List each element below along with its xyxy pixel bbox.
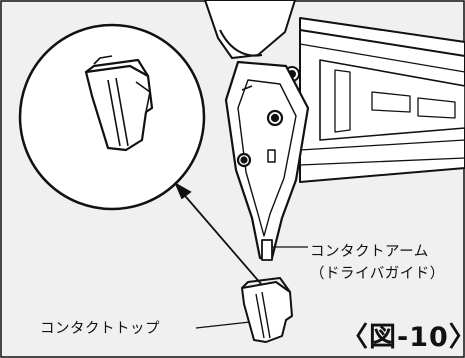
contact-arm <box>224 60 310 261</box>
driver-guide-label: （ドライバガイド） <box>310 266 445 282</box>
contact-arm-label: コンタクトアーム <box>310 244 429 260</box>
contact-top-part <box>241 277 293 343</box>
zoom-arrow <box>174 181 263 286</box>
contact-top-label: コンタクトトップ <box>40 321 160 337</box>
leader-contact-top <box>195 321 251 329</box>
contact-top-magnified <box>84 55 154 152</box>
tool-body <box>204 0 465 183</box>
figure-number: 〈図-10〉 <box>341 322 465 353</box>
